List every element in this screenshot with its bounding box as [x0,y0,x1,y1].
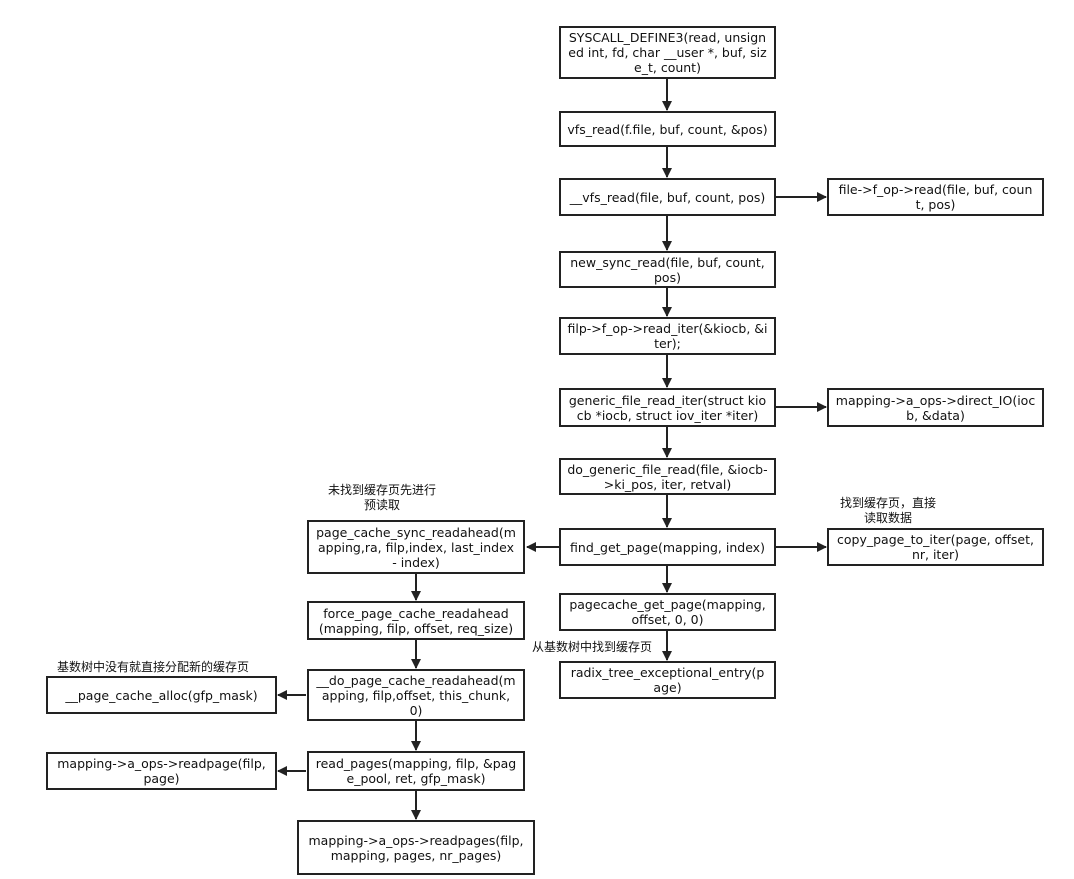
node-vfs-read: vfs_read(f.file, buf, count, &pos) [559,111,776,147]
node-radix-tree-exceptional-entry: radix_tree_exceptional_entry(page) [559,661,776,699]
node-do-generic-file-read: do_generic_file_read(file, &iocb->ki_pos… [559,458,776,495]
note-radix-tree-found: 从基数树中找到缓存页 [532,640,653,654]
node-f-op-read: file->f_op->read(file, buf, count, pos) [827,178,1044,216]
node-page-cache-sync-readahead: page_cache_sync_readahead(mapping,ra, fi… [307,520,525,574]
node-new-sync-read: new_sync_read(file, buf, count, pos) [559,251,776,288]
node-generic-file-read-iter: generic_file_read_iter(struct kiocb *ioc… [559,388,776,427]
node-read-pages: read_pages(mapping, filp, &page_pool, re… [307,751,525,791]
node-__do-page-cache-readahead: __do_page_cache_readahead(mapping, filp,… [307,669,525,721]
node-readpage: mapping->a_ops->readpage(filp, page) [46,752,277,790]
node-find-get-page: find_get_page(mapping, index) [559,528,776,566]
node-__vfs-read: __vfs_read(file, buf, count, pos) [559,178,776,216]
note-found-cache-page: 找到缓存页，直接读取数据 [839,496,936,525]
note-alloc-new-page: 基数树中没有就直接分配新的缓存页 [57,660,250,674]
node-read-iter: filp->f_op->read_iter(&kiocb, &iter); [559,317,776,355]
node-pagecache-get-page: pagecache_get_page(mapping, offset, 0, 0… [559,593,776,631]
node-syscall-define3: SYSCALL_DEFINE3(read, unsigned int, fd, … [559,26,776,79]
node-copy-page-to-iter: copy_page_to_iter(page, offset, nr, iter… [827,528,1044,566]
node-force-page-cache-readahead: force_page_cache_readahead(mapping, filp… [307,601,525,640]
note-readahead: 未找到缓存页先进行预读取 [327,483,436,512]
node-__page-cache-alloc: __page_cache_alloc(gfp_mask) [46,676,277,714]
node-readpages: mapping->a_ops->readpages(filp, mapping,… [297,820,535,875]
node-direct-io: mapping->a_ops->direct_IO(iocb, &data) [827,388,1044,427]
